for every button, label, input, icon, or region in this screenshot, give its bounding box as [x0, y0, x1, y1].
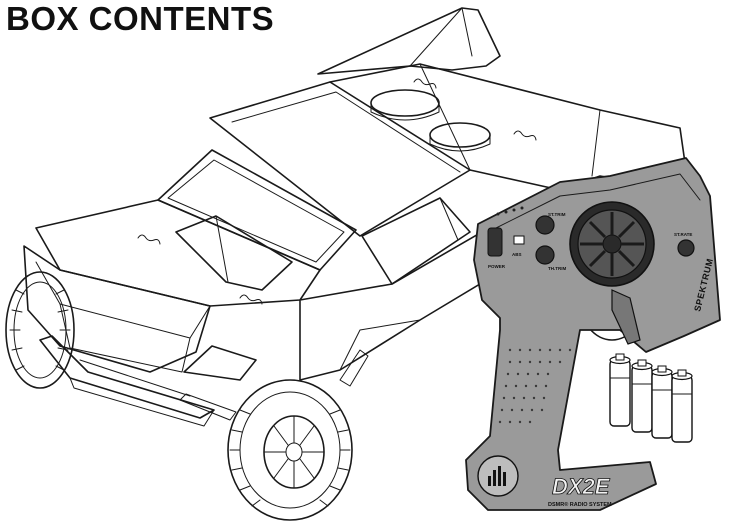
dx2e-transmitter: ST.TRIM TH.TRIM POWER ABS ST.RATE SPEKTR…	[465, 157, 721, 511]
battery-1	[609, 353, 631, 427]
aa-batteries	[609, 353, 693, 443]
page-title: BOX CONTENTS	[6, 0, 275, 37]
abs-switch	[513, 235, 525, 245]
steering-rate-knob	[677, 239, 695, 257]
radio-system-text: DSMR® RADIO SYSTEM	[548, 501, 612, 508]
st-trim-label: ST.TRIM	[548, 212, 566, 217]
steering-wheel	[569, 201, 655, 287]
battery-4	[671, 369, 693, 443]
steering-trim-knob	[535, 215, 555, 235]
battery-2	[631, 359, 653, 433]
grip-texture	[498, 348, 572, 424]
front-left-wheel	[5, 271, 75, 389]
power-label: POWER	[488, 264, 506, 269]
throttle-trigger	[611, 289, 641, 345]
power-switch	[487, 227, 503, 257]
rc-truck-illustration	[5, 7, 687, 521]
abs-label: ABS	[512, 252, 522, 257]
battery-3	[651, 365, 673, 439]
model-text: DX2E	[552, 474, 611, 499]
throttle-trim-knob	[535, 245, 555, 265]
st-rate-label: ST.RATE	[674, 232, 692, 237]
front-right-wheel	[227, 379, 353, 521]
th-trim-label: TH.TRIM	[548, 266, 566, 271]
